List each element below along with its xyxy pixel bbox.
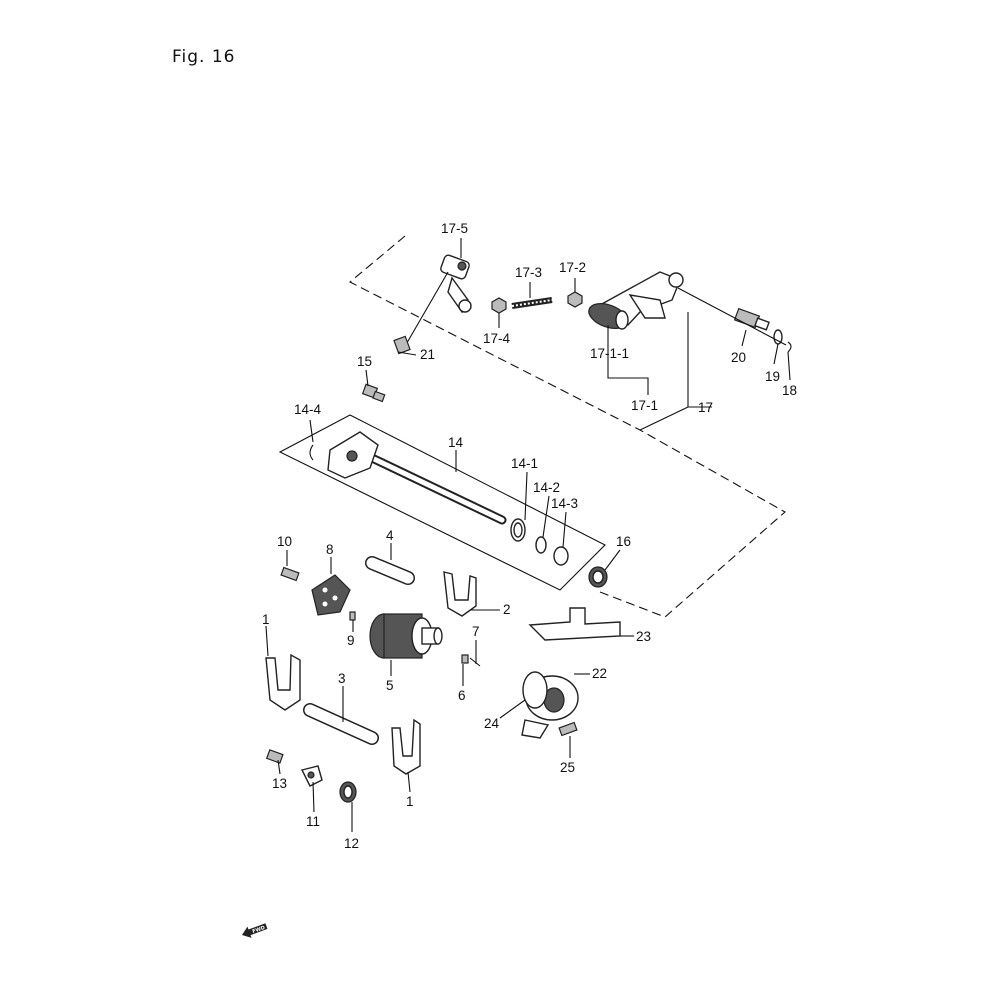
callout-16: 16 xyxy=(616,534,631,549)
nut-17-4 xyxy=(491,297,507,314)
callout-22: 22 xyxy=(592,666,607,681)
callout-25: 25 xyxy=(560,760,575,775)
bolt-15 xyxy=(361,383,386,403)
bracket-23 xyxy=(528,607,621,641)
callout-15: 15 xyxy=(357,354,372,369)
fwd-label: FWD xyxy=(252,925,266,935)
callout-17-3: 17-3 xyxy=(515,265,542,280)
drum-plate-8 xyxy=(311,574,351,616)
pivot-bolt-20 xyxy=(733,307,770,331)
callout-14-2: 14-2 xyxy=(533,480,560,495)
oil-seal-16 xyxy=(588,566,608,588)
callout-24: 24 xyxy=(484,716,500,731)
group-17-1-bracket xyxy=(607,340,649,395)
shaft-3 xyxy=(303,703,379,745)
leader-lines xyxy=(265,238,791,832)
callout-8: 8 xyxy=(326,542,334,557)
callout-2: 2 xyxy=(503,602,511,617)
callout-14: 14 xyxy=(448,435,464,450)
figure-title: Fig. 16 xyxy=(172,47,236,67)
clip-18 xyxy=(787,341,792,353)
callout-17-1-1: 17-1-1 xyxy=(590,346,629,361)
pin-6 xyxy=(461,654,469,664)
pedal-rubber-17-1-1 xyxy=(588,303,629,330)
shift-shaft-14 xyxy=(327,431,507,525)
callout-17-1: 17-1 xyxy=(631,398,658,413)
link-rod-17-3 xyxy=(511,297,553,309)
callout-20: 20 xyxy=(731,350,746,365)
callout-23: 23 xyxy=(636,629,651,644)
callout-17-2: 17-2 xyxy=(559,260,586,275)
callout-18: 18 xyxy=(782,383,797,398)
callout-5: 5 xyxy=(386,678,394,693)
callout-19: 19 xyxy=(765,369,780,384)
bolt-10 xyxy=(280,566,300,582)
stopper-arm-11 xyxy=(300,765,323,787)
shaft-4 xyxy=(365,556,415,585)
seal-14-3 xyxy=(553,546,569,566)
spring-12 xyxy=(339,781,357,803)
fwd-arrow-icon: FWD xyxy=(242,923,268,938)
shift-fork-1-top xyxy=(265,653,301,711)
shift-shaft-frame xyxy=(278,414,606,591)
callout-17: 17 xyxy=(698,400,713,415)
callout-17-4: 17-4 xyxy=(483,331,511,346)
callout-12: 12 xyxy=(344,836,359,851)
washer-14-2 xyxy=(535,536,547,554)
callout-14-4: 14-4 xyxy=(294,402,322,417)
spring-14-1 xyxy=(510,518,526,542)
callout-6: 6 xyxy=(458,688,466,703)
pin-7 xyxy=(469,657,481,667)
pin-9 xyxy=(349,611,356,621)
bolt-25 xyxy=(558,721,578,737)
bolt-21 xyxy=(393,335,411,355)
callout-1-bottom: 1 xyxy=(406,794,414,809)
pivot-axis-line xyxy=(677,287,787,346)
callout-13: 13 xyxy=(272,776,287,791)
callout-7: 7 xyxy=(472,624,480,639)
callout-9: 9 xyxy=(347,633,355,648)
nut-17-2 xyxy=(567,291,583,308)
assembly-boundary-dashed xyxy=(349,235,786,618)
shift-drum-5 xyxy=(369,613,443,659)
callout-14-3: 14-3 xyxy=(551,496,578,511)
callout-21: 21 xyxy=(420,347,435,362)
bolt-13 xyxy=(265,749,284,764)
callout-3: 3 xyxy=(338,671,346,686)
callout-17-5: 17-5 xyxy=(441,221,468,236)
callout-10: 10 xyxy=(277,534,292,549)
callout-14-1: 14-1 xyxy=(511,456,538,471)
callout-11: 11 xyxy=(306,814,320,829)
clip-14-4 xyxy=(309,444,314,461)
shift-fork-2 xyxy=(443,571,477,617)
arm-bolt-axis-line xyxy=(403,271,449,349)
callout-4: 4 xyxy=(386,528,394,543)
shift-arm-17-5 xyxy=(440,254,472,314)
shift-fork-1-bottom xyxy=(391,718,421,775)
callout-1-top: 1 xyxy=(262,612,270,627)
o-ring-24 xyxy=(522,671,548,709)
